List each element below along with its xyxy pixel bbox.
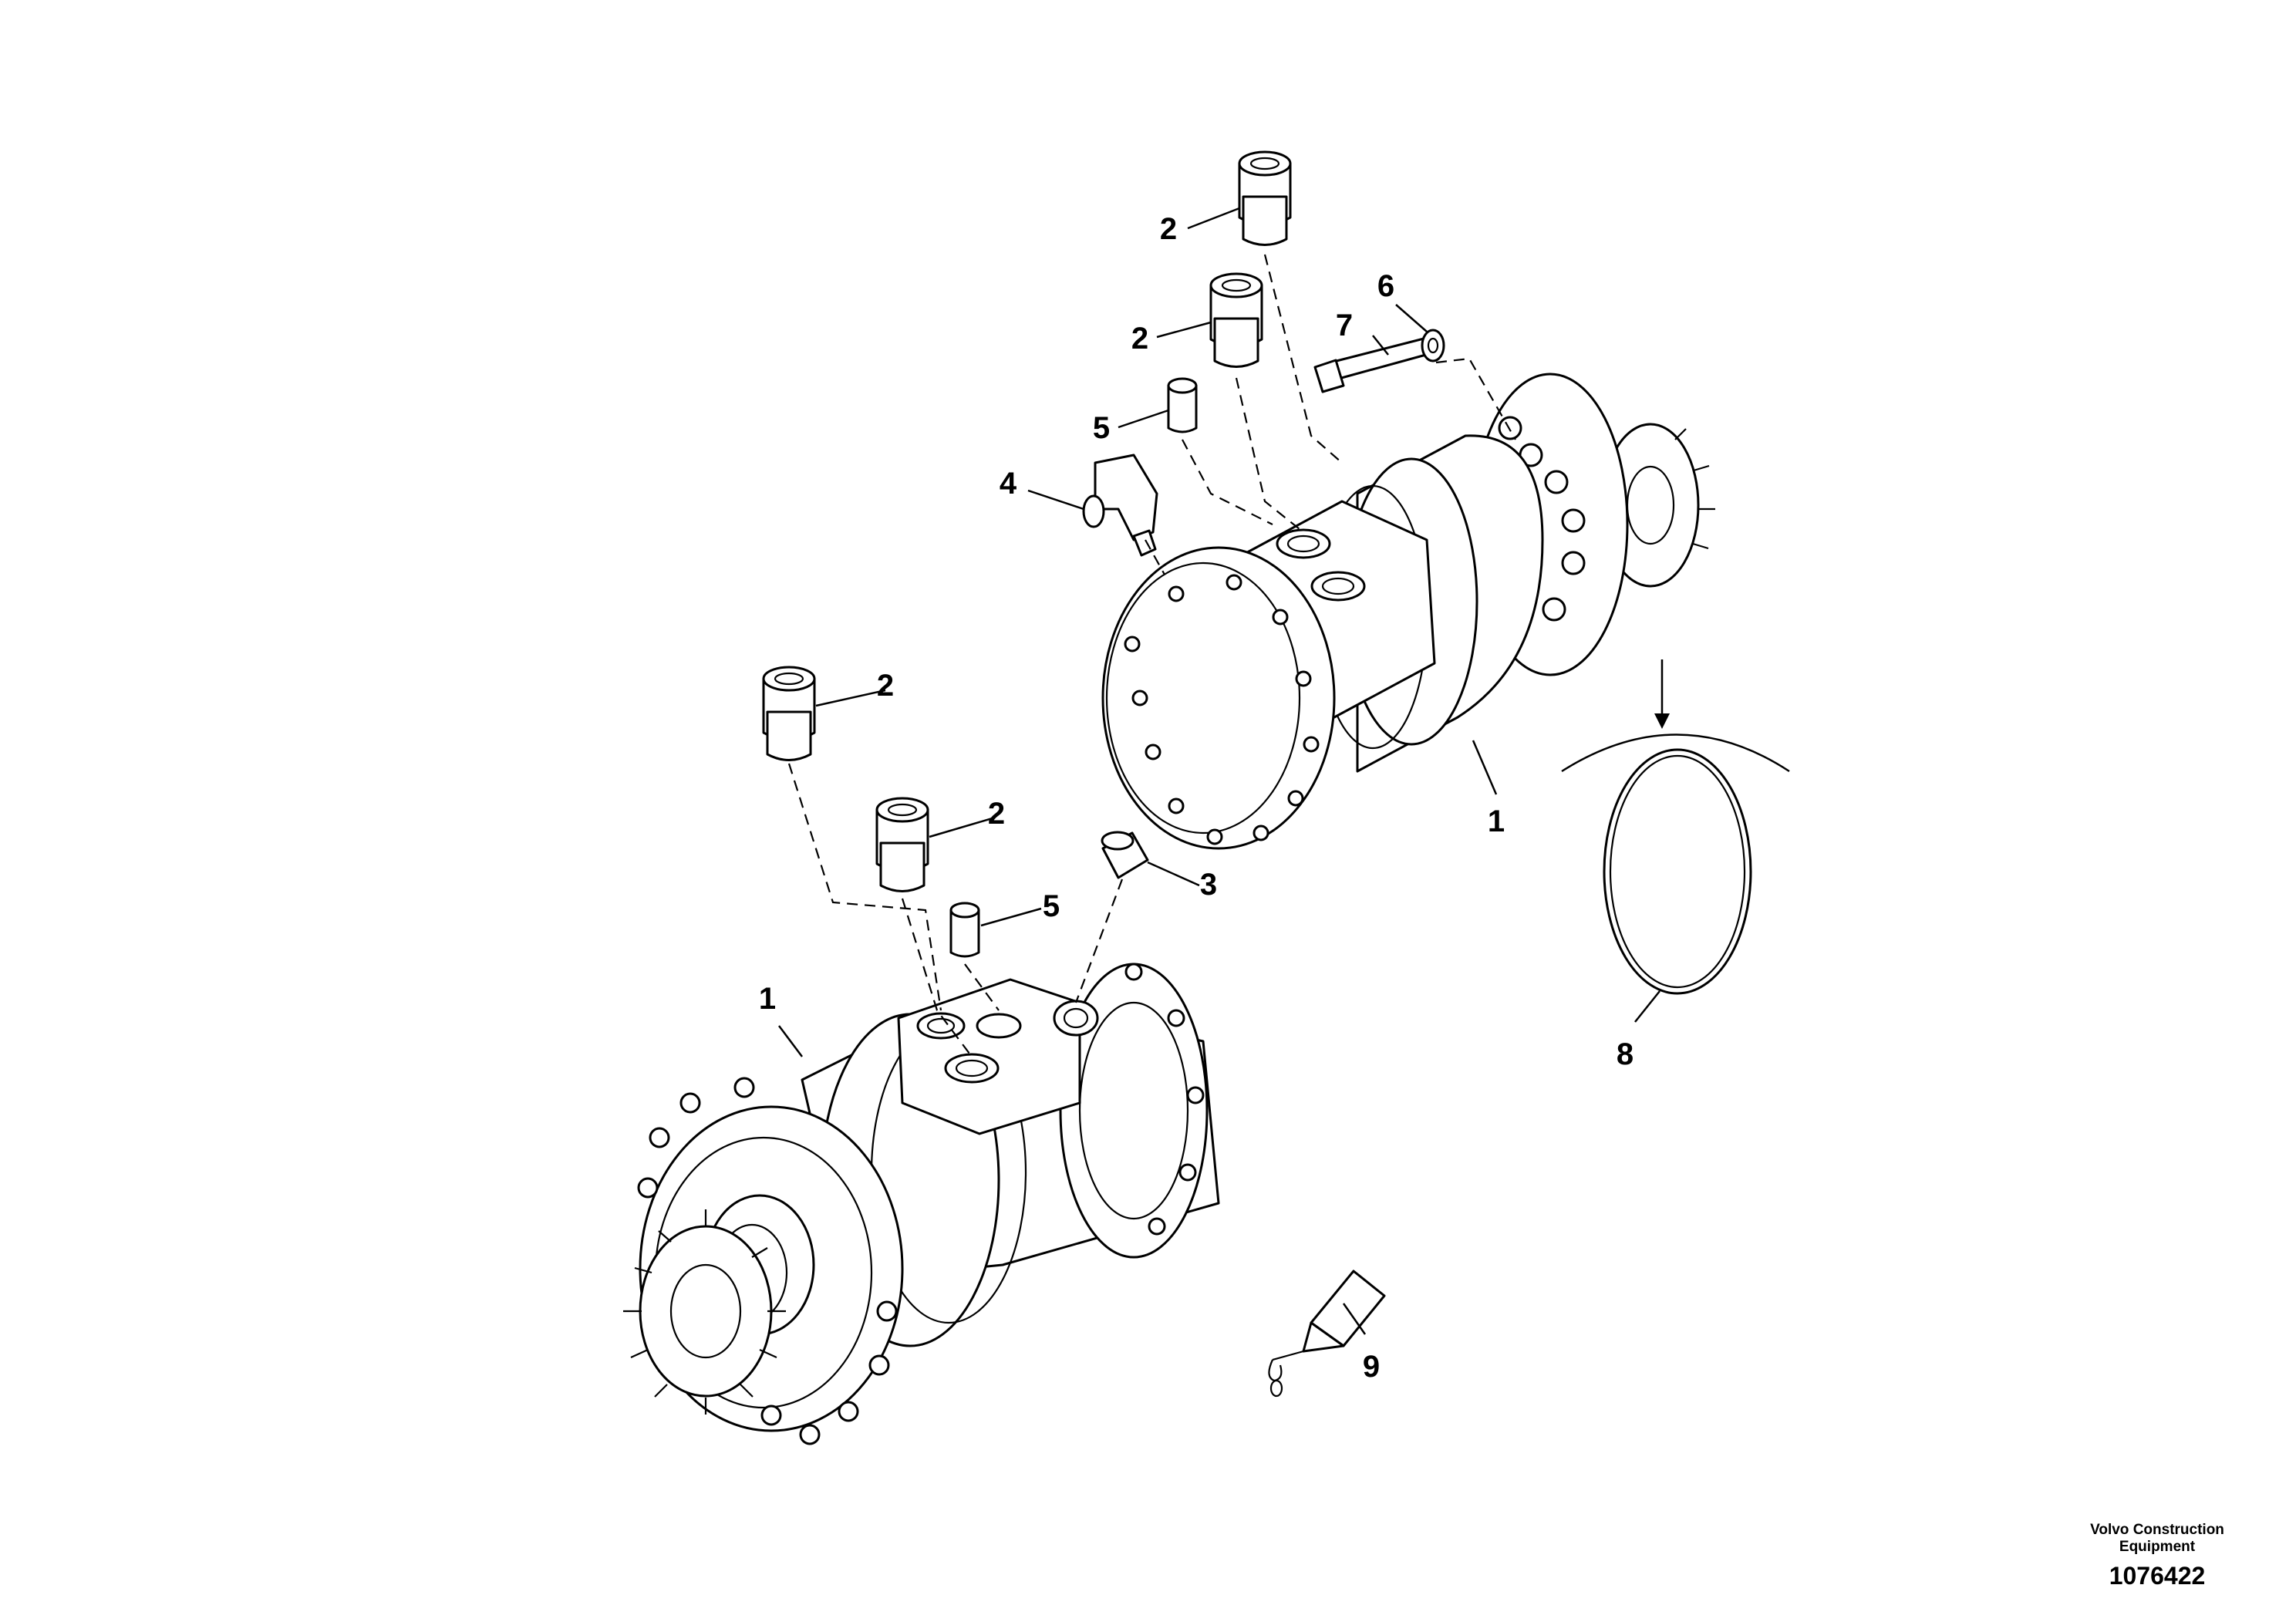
upper-hydraulic-motor	[1101, 373, 1715, 850]
upper-port-a	[1276, 528, 1331, 559]
callout-5-lower: 5	[1043, 889, 1060, 923]
callout-1-upper: 1	[1488, 804, 1505, 838]
part-8-o-ring	[1561, 659, 1790, 995]
document-number: 1076422	[2109, 1562, 2206, 1590]
callout-2-lower-b: 2	[988, 797, 1005, 831]
assembly-lines	[787, 254, 1516, 1057]
lower-rear-flange-bolts	[1124, 963, 1205, 1236]
publisher-name-line2: Equipment	[2119, 1539, 2196, 1555]
lower-port-d	[1053, 1000, 1099, 1037]
callout-2-upper-a: 2	[1160, 212, 1177, 246]
callout-1-lower: 1	[759, 982, 776, 1016]
callout-4: 4	[1000, 467, 1017, 501]
lower-port-b	[976, 1013, 1022, 1039]
lower-drive-sprocket	[623, 1209, 786, 1415]
part-2-fitting-upper-b	[1209, 272, 1263, 368]
callout-2-lower-a: 2	[877, 669, 894, 703]
leader-lines	[778, 207, 1660, 1335]
callout-3: 3	[1200, 868, 1217, 902]
publisher-name-line1: Volvo Construction	[2090, 1522, 2224, 1538]
part-5-plug-lower	[949, 902, 980, 958]
callout-numbers: 1 1 2 2 2 2 3 4 5 5 6 7 8 9	[759, 212, 1633, 1384]
part-5-plug-upper	[1167, 377, 1198, 433]
callout-2-upper-b: 2	[1131, 322, 1148, 356]
lower-port-a	[916, 1012, 966, 1040]
lower-port-c	[944, 1053, 1000, 1084]
callout-6: 6	[1377, 269, 1394, 303]
callout-8: 8	[1617, 1037, 1633, 1071]
callout-5-upper: 5	[1093, 411, 1110, 445]
lower-hydraulic-motor	[623, 963, 1220, 1445]
part-2-fitting-lower-b	[875, 797, 929, 892]
part-6-washer	[1421, 329, 1445, 363]
part-7-bolt	[1313, 336, 1433, 393]
callout-7: 7	[1336, 309, 1353, 342]
part-2-fitting-lower-a	[762, 666, 816, 761]
upper-rear-flange-bolts	[1498, 416, 1586, 622]
lower-front-flange-bolts	[637, 1077, 898, 1445]
callout-9: 9	[1363, 1350, 1380, 1384]
publisher-footer: Volvo Construction Equipment 1076422	[2072, 1522, 2242, 1591]
part-2-fitting-upper-a	[1238, 150, 1292, 246]
upper-front-cover-bolts	[1124, 574, 1320, 845]
part-3-adapter	[1101, 831, 1149, 879]
upper-port-b	[1310, 571, 1366, 602]
